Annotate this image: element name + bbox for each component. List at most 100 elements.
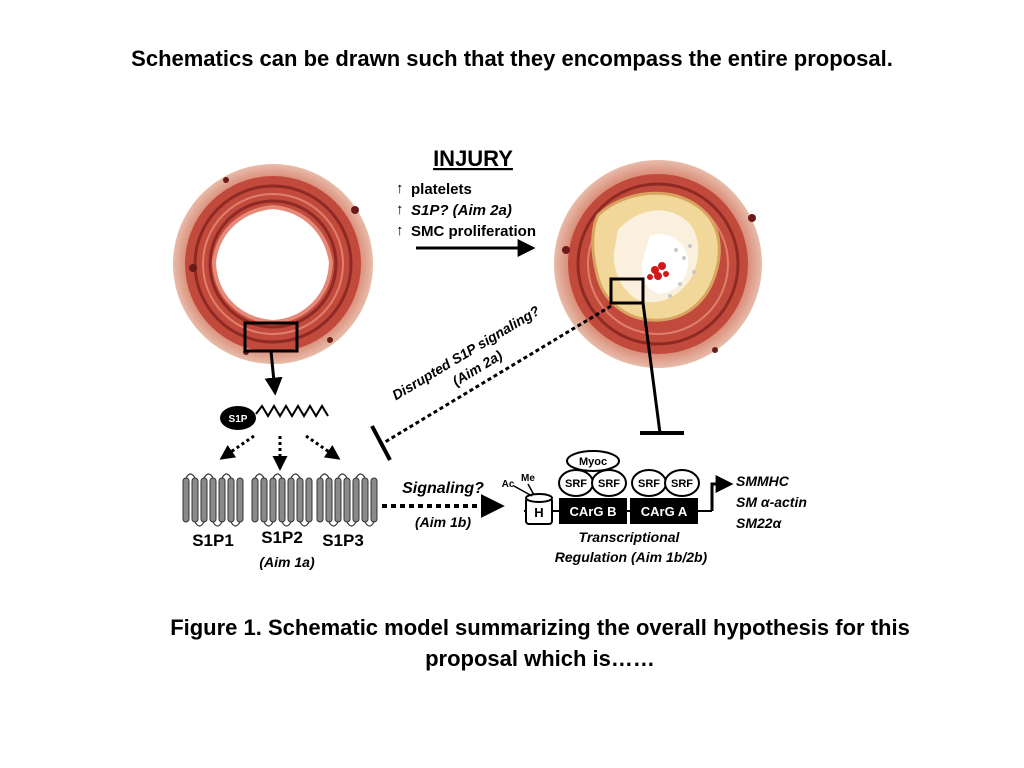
transmembrane-helix <box>209 477 217 523</box>
acetyl-label: Ac <box>502 479 515 490</box>
receptor-loop <box>203 473 214 479</box>
transmembrane-helix <box>316 477 324 523</box>
gene-sm-actin: SM α-actin <box>736 494 807 510</box>
regulation-line2: Regulation (Aim 1b/2b) <box>555 549 708 565</box>
zoom-arrow <box>264 350 283 396</box>
receptor-loop <box>254 473 265 479</box>
receptor-loop <box>221 473 232 479</box>
srf-label: SRF <box>638 478 660 490</box>
receptor-loop <box>194 521 205 527</box>
carg-b-label: CArG B <box>570 504 617 519</box>
myocardin-label: Myoc <box>579 456 607 468</box>
acetyl-tail <box>513 485 533 497</box>
receptor-loop <box>272 473 283 479</box>
methyl-tail <box>527 483 535 496</box>
slide-heading: Schematics can be drawn such that they e… <box>131 46 893 71</box>
healthy-vessel <box>173 164 373 364</box>
transmembrane-helix <box>305 477 313 523</box>
receptor-label-s1p2: S1P2 <box>261 528 303 547</box>
methyl-label: Me <box>521 473 535 484</box>
histone-label: H <box>534 505 543 520</box>
injured-zoom-box <box>609 277 645 305</box>
regulation-line1: Transcriptional <box>579 529 681 545</box>
injury-title: INJURY <box>433 146 513 171</box>
ligand-arrow-s1p1 <box>219 434 255 460</box>
transmembrane-helix <box>334 477 342 523</box>
receptor-aim: (Aim 1a) <box>259 554 315 570</box>
transmembrane-helix <box>352 477 360 523</box>
transmembrane-helix <box>182 477 190 523</box>
carg-b-box <box>559 498 627 524</box>
disrupted-signaling-line <box>379 304 612 447</box>
transmembrane-helix <box>370 477 378 523</box>
transmembrane-helix <box>200 477 208 523</box>
srf-dimers: SRF SRF SRF SRF <box>558 469 700 497</box>
injury-item-smc: SMC proliferation <box>411 223 536 240</box>
transmembrane-helix <box>325 477 333 523</box>
ligand-arrow-s1p3 <box>305 434 341 460</box>
injured-vessel <box>554 160 762 368</box>
transmembrane-helix <box>191 477 199 523</box>
transmembrane-helix <box>361 477 369 523</box>
transmembrane-helix <box>343 477 351 523</box>
transmembrane-helix <box>287 477 295 523</box>
transmembrane-helix <box>218 477 226 523</box>
receptor-loop <box>328 521 339 527</box>
receptor-loop <box>290 473 301 479</box>
figure-caption: Figure 1. Schematic model summarizing th… <box>60 612 1020 674</box>
srf-label: SRF <box>565 478 587 490</box>
transmembrane-helix <box>251 477 259 523</box>
injury-item-s1p: S1P? (Aim 2a) <box>411 202 512 219</box>
srf-protein <box>591 469 627 497</box>
myocardin <box>566 450 620 472</box>
receptor-loop <box>263 521 274 527</box>
receptor-loop <box>185 473 196 479</box>
gene-smmhc: SMMHC <box>736 473 790 489</box>
receptor-loop <box>346 521 357 527</box>
transmembrane-helix <box>227 477 235 523</box>
signaling-aim: (Aim 1b) <box>415 514 471 530</box>
disrupted-signaling-label: Disrupted S1P signaling? (Aim 2a) <box>389 300 555 419</box>
receptor-s1p3 <box>316 473 378 527</box>
s1p-lipid-tail <box>255 404 329 418</box>
srf-label: SRF <box>598 478 620 490</box>
injury-item-platelets: platelets <box>411 181 472 198</box>
transmembrane-helix <box>269 477 277 523</box>
srf-protein <box>664 469 700 497</box>
caption-line-1: Figure 1. Schematic model summarizing th… <box>170 615 910 640</box>
carg-a-box <box>630 498 698 524</box>
transmembrane-helix <box>296 477 304 523</box>
receptor-group <box>182 473 378 527</box>
disrupted-signaling-bar <box>370 425 392 461</box>
receptor-s1p1 <box>182 473 244 527</box>
receptor-loop <box>364 521 375 527</box>
injury-list: ↑ platelets ↑ S1P? (Aim 2a) ↑ SMC prolif… <box>396 180 536 240</box>
receptor-loop <box>230 521 241 527</box>
receptor-label-s1p3: S1P3 <box>322 531 364 550</box>
injury-item-arrow: ↑ <box>396 222 404 239</box>
srf-label: SRF <box>671 478 693 490</box>
injury-item-arrow: ↑ <box>396 180 404 197</box>
receptor-label-s1p1: S1P1 <box>192 531 234 550</box>
carg-a-label: CArG A <box>641 504 688 519</box>
receptor-loop <box>281 521 292 527</box>
receptor-loop <box>212 521 223 527</box>
inhibition-line <box>641 302 662 434</box>
s1p-ligand-label: S1P <box>229 414 248 425</box>
receptor-loop <box>337 473 348 479</box>
transcription-start-arrow <box>710 475 734 511</box>
transmembrane-helix <box>260 477 268 523</box>
receptor-loop <box>355 473 366 479</box>
histone <box>525 493 553 525</box>
receptor-loop <box>319 473 330 479</box>
transmembrane-helix <box>236 477 244 523</box>
gene-sm22: SM22α <box>736 515 783 531</box>
caption-line-2: proposal which is…… <box>425 646 655 671</box>
receptor-loop <box>299 521 310 527</box>
signaling-label: Signaling? <box>402 480 484 497</box>
s1p-ligand <box>220 406 256 430</box>
injury-item-arrow: ↑ <box>396 201 404 218</box>
receptor-s1p2 <box>251 473 313 527</box>
transmembrane-helix <box>278 477 286 523</box>
